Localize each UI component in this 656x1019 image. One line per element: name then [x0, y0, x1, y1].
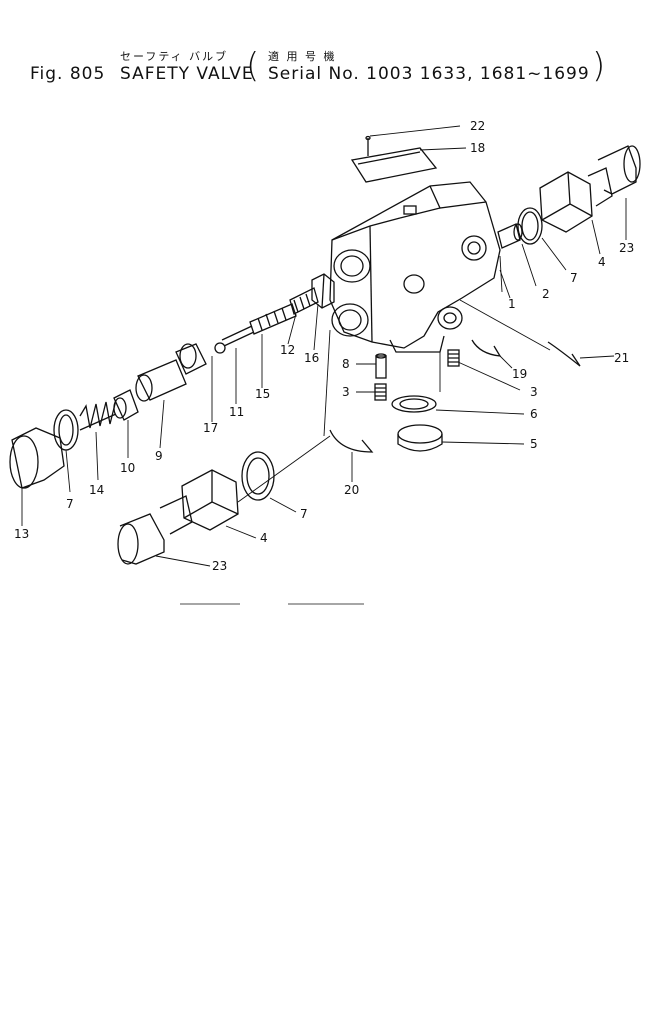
part-18-plate [350, 147, 438, 183]
title-japanese: セーフティ バルブ [120, 50, 229, 63]
part-3-screw-center [374, 383, 387, 401]
callout-5: 5 [530, 437, 538, 451]
callout-13: 13 [14, 527, 29, 541]
part-13-plug [9, 427, 65, 489]
callout-1: 1 [508, 297, 516, 311]
callout-14: 14 [89, 483, 104, 497]
part-23-cap-bottom [117, 513, 165, 565]
callout-2: 2 [542, 287, 550, 301]
callout-18: 18 [470, 141, 485, 155]
part-14-spring [79, 399, 117, 431]
part-12-stem [289, 287, 319, 315]
part-4-hex-fitting-right [539, 167, 613, 233]
callout-20: 20 [344, 483, 359, 497]
part-6-gasket [391, 395, 437, 413]
callout-11: 11 [229, 405, 244, 419]
callout-3-right: 3 [530, 385, 538, 399]
callout-19: 19 [512, 367, 527, 381]
callout-4-bottom: 4 [260, 531, 268, 545]
callout-7-right: 7 [570, 271, 578, 285]
part-23-cap-right [597, 145, 641, 195]
part-8-plug [375, 353, 387, 379]
part-19-clip [471, 339, 502, 357]
serial-numbers: Serial No. 1003 1633, 1681~1699 [268, 64, 590, 84]
part-21-clip [547, 341, 581, 367]
callout-7-bottom: 7 [300, 507, 308, 521]
leader-lines [21, 125, 627, 567]
callout-17: 17 [203, 421, 218, 435]
part-9-sleeve [135, 343, 207, 402]
callout-21: 21 [614, 351, 629, 365]
part-15-adjuster-rod [221, 303, 297, 347]
part-7-oring-left [53, 409, 79, 451]
callout-6: 6 [530, 407, 538, 421]
part-5-cap-bottom [397, 424, 443, 452]
callout-22: 22 [470, 119, 485, 133]
part-7-oring-right [517, 207, 543, 245]
callout-4-right: 4 [598, 255, 606, 269]
part-1-valve-body [329, 181, 501, 353]
callout-7-left: 7 [66, 497, 74, 511]
callout-15: 15 [255, 387, 270, 401]
paren-close: ) [592, 46, 606, 86]
part-17-ball [214, 342, 226, 354]
part-22-pin [365, 135, 371, 156]
callout-numbers: 22 18 23 4 7 2 1 21 19 3 6 5 8 3 16 12 1… [14, 119, 634, 573]
callout-12: 12 [280, 343, 295, 357]
callout-10: 10 [120, 461, 135, 475]
callout-9: 9 [155, 449, 163, 463]
part-16-nut [311, 273, 335, 309]
serial-label-japanese: 適 用 号 機 [268, 50, 337, 63]
figure-number: Fig. 805 [30, 64, 106, 84]
callout-3-center: 3 [342, 385, 350, 399]
callout-8: 8 [342, 357, 350, 371]
callout-23-bottom: 23 [212, 559, 227, 573]
part-10-poppet [113, 389, 139, 421]
part-20-clip [329, 429, 374, 453]
part-3-screw-right [447, 349, 460, 367]
part-4-hex-fitting-bottom [159, 469, 239, 535]
paren-open: ( [246, 46, 260, 86]
title-english: SAFETY VALVE [120, 64, 254, 84]
callout-16: 16 [304, 351, 319, 365]
figure-title: セーフティ バルブ Fig. 805 SAFETY VALVE ( 適 用 号 … [30, 46, 630, 92]
callout-23-right: 23 [619, 241, 634, 255]
